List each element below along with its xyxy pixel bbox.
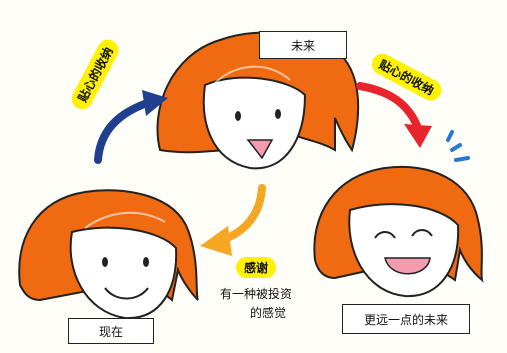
future-face <box>156 31 360 170</box>
future-eye-right <box>275 109 281 119</box>
present-mouth <box>104 287 149 300</box>
sparkle-icon <box>446 130 470 162</box>
further-eye-right <box>411 229 433 237</box>
present-eye-left <box>102 257 108 267</box>
further-future-face <box>313 165 484 298</box>
edge-label-gratitude-tag: 感谢 <box>236 257 277 278</box>
arrow-back-to-present <box>200 184 266 256</box>
further-mouth <box>384 257 431 275</box>
present-face <box>18 189 199 320</box>
further-future-label: 更远一点的未来 <box>342 304 470 334</box>
present-label: 现在 <box>68 318 154 344</box>
further-face-shape <box>348 203 460 298</box>
further-eye-left <box>374 231 396 239</box>
future-eye-left <box>235 111 241 121</box>
arrow-future-to-further <box>356 82 432 148</box>
future-face-shape <box>202 76 307 170</box>
present-eye-right <box>143 257 149 267</box>
arrow-present-to-future <box>94 90 168 164</box>
present-face-shape <box>69 226 178 320</box>
edge-label-gratitude-line1: 有一种被投资 <box>220 287 293 301</box>
future-mouth <box>246 139 274 160</box>
edge-label-gratitude-line2: 的感觉 <box>250 306 287 320</box>
future-label: 未来 <box>259 31 347 59</box>
